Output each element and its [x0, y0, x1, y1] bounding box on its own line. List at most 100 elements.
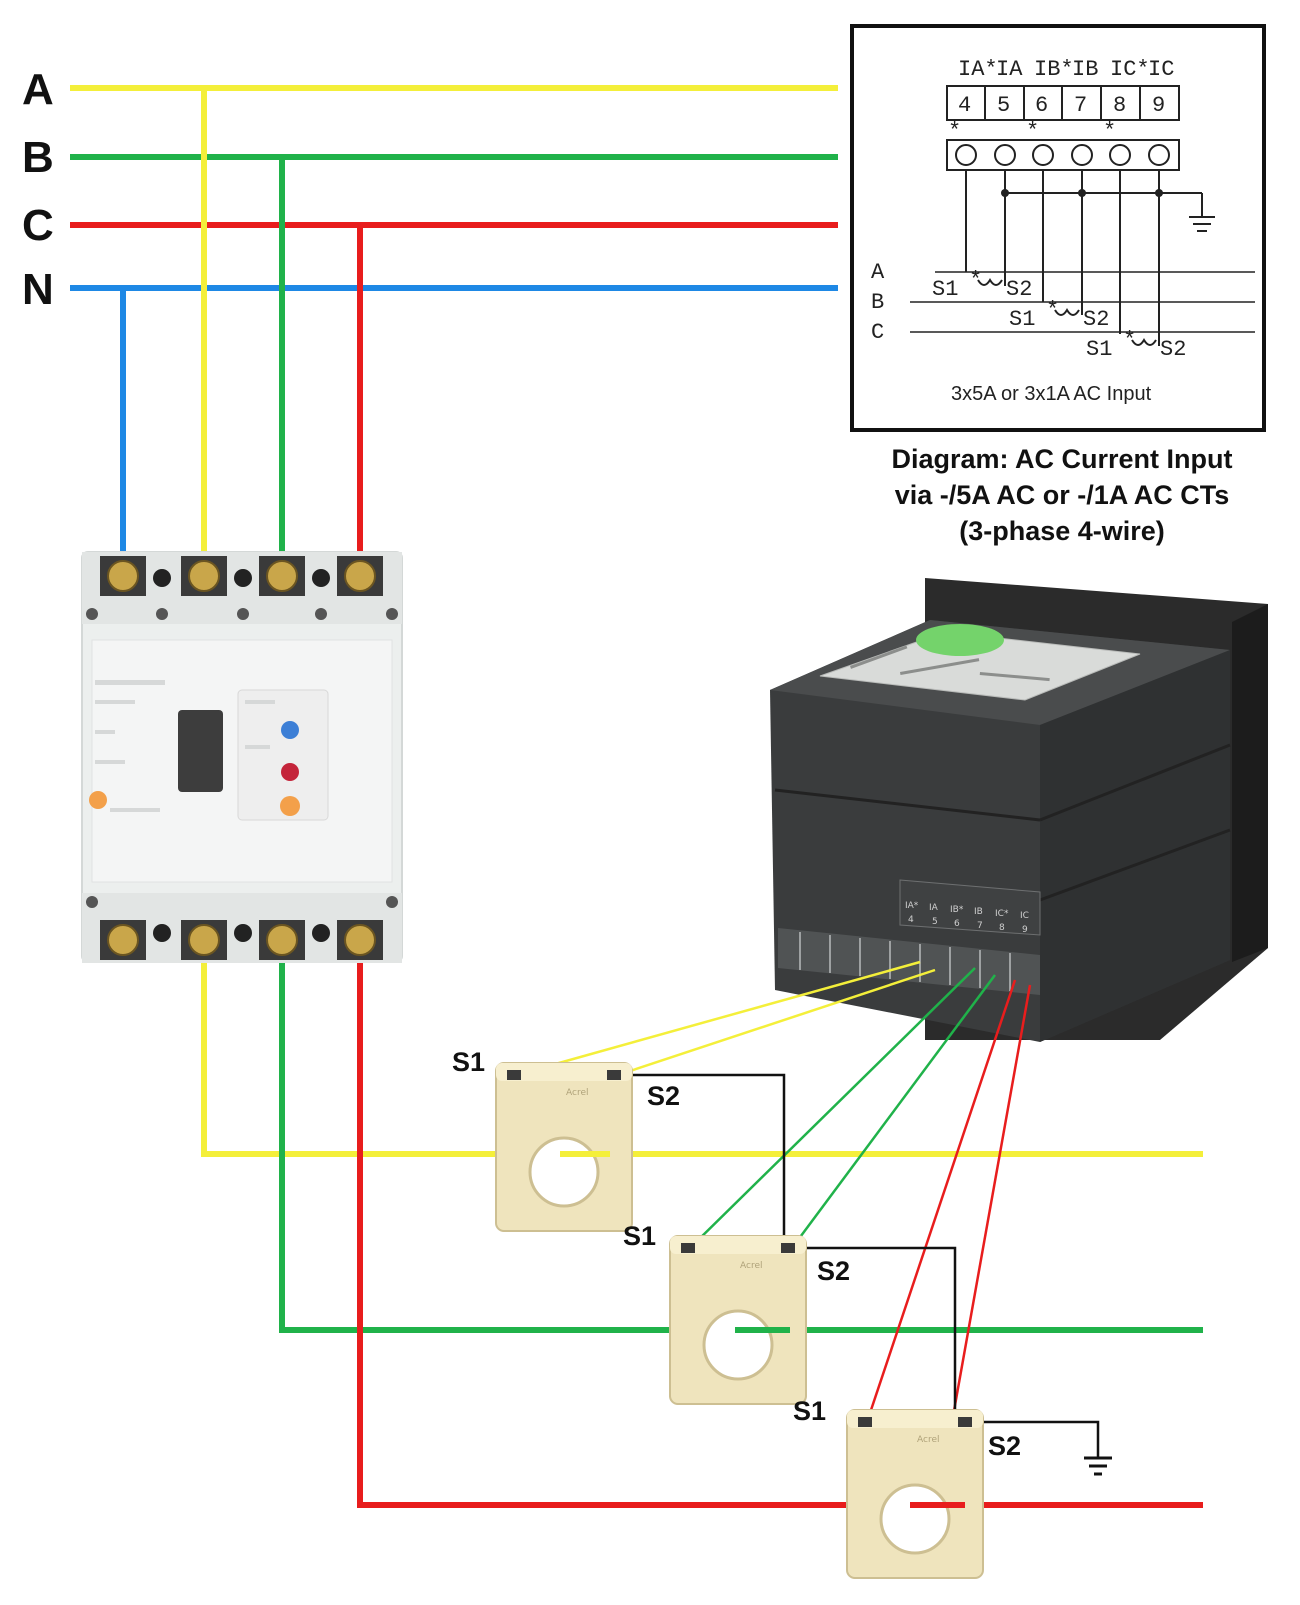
phase-label-c: C — [22, 201, 54, 250]
meter-term-num-7: 7 — [977, 921, 983, 931]
sch-ct-b-star: * — [1046, 298, 1059, 323]
breaker-label-blur — [95, 680, 275, 812]
ct3-s1-label: S1 — [793, 1396, 826, 1426]
ground-icon — [1084, 1456, 1112, 1476]
breaker-indicator — [281, 763, 299, 781]
breaker-bottom-terminals — [86, 896, 398, 960]
meter-terminal-plate — [899, 879, 1041, 936]
meter-terminal-strip — [778, 928, 1040, 995]
meter-green-sticker — [916, 624, 1004, 656]
schematic-frame — [850, 24, 1266, 432]
ct1-s2-label: S2 — [647, 1081, 680, 1111]
sch-input-note: 3x5A or 3x1A AC Input — [951, 383, 1152, 405]
breaker-reset-button[interactable] — [280, 796, 300, 816]
phase-label-n: N — [22, 265, 54, 314]
meter-term-label-6: IC — [1020, 911, 1029, 921]
meter-sticker-text-blur — [849, 645, 1050, 682]
ct2-s2-label: S2 — [817, 1256, 850, 1286]
sch-star-a: * — [948, 119, 961, 144]
sch-ct-b-s1: S1 — [1009, 307, 1035, 332]
sch-terminal-4: 4 — [958, 93, 971, 118]
sch-phase-lines — [910, 271, 1255, 333]
caption-line-2: via -/5A AC or -/1A AC CTs — [895, 480, 1230, 510]
breaker-feed-wires — [120, 88, 363, 555]
phase-label-a: A — [22, 65, 54, 114]
sch-label-ia-star: IA* — [958, 57, 998, 82]
sch-label-ib: IB — [1072, 57, 1098, 82]
ct2-s2-wire — [790, 974, 997, 1249]
load-wire-a — [201, 950, 1203, 1157]
sch-label-ic-star: IC* — [1110, 57, 1150, 82]
meter-ribs — [774, 743, 1231, 902]
ct1-s1-wire — [515, 960, 921, 1077]
ct3-s1-wire — [865, 979, 1017, 1423]
sch-terminal-7: 7 — [1074, 93, 1087, 118]
phase-label-b: B — [22, 133, 54, 182]
breaker-handle[interactable] — [178, 710, 223, 792]
sch-ct-c-s2: S2 — [1160, 337, 1186, 362]
sch-star-b: * — [1026, 119, 1039, 144]
meter-term-num-6: 6 — [954, 919, 960, 929]
ct3-s2-label: S2 — [988, 1431, 1021, 1461]
sch-ct-a-winding — [977, 278, 1003, 286]
ct1-s1-label: S1 — [452, 1047, 485, 1077]
caption-line-1: Diagram: AC Current Input — [891, 444, 1232, 474]
meter-term-num-9: 9 — [1022, 925, 1028, 935]
sch-terminal-9: 9 — [1152, 93, 1165, 118]
ct2-s2-common — [792, 1246, 957, 1422]
current-transformer-2: Acrel — [669, 1235, 807, 1405]
ct1-s2-common — [618, 1073, 786, 1248]
meter-term-num-5: 5 — [932, 917, 938, 927]
meter-term-label-3: IB* — [950, 905, 964, 915]
sch-row-a: A — [871, 260, 885, 285]
sch-leads — [965, 170, 1215, 346]
ct2-s1-wire — [689, 967, 976, 1249]
sch-ct-b-s2: S2 — [1083, 307, 1109, 332]
sch-junction-dots — [1001, 189, 1163, 197]
sch-ct-c-s1: S1 — [1086, 337, 1112, 362]
circuit-breaker — [81, 551, 403, 963]
ct-secondary-wires — [515, 960, 1100, 1458]
sch-label-ib-star: IB* — [1034, 57, 1074, 82]
meter-term-label-1: IA* — [905, 901, 919, 911]
meter-terminal-labels: IA* IA IB* IB IC* IC 4 5 6 7 8 9 — [905, 901, 1029, 935]
breaker-test-button[interactable] — [281, 721, 299, 739]
sch-star-c: * — [1103, 119, 1116, 144]
sch-terminal-8: 8 — [1113, 93, 1126, 118]
sch-ct-b-winding — [1054, 308, 1080, 316]
power-meter: IA* IA IB* IB IC* IC 4 5 6 7 8 9 — [770, 578, 1268, 1042]
meter-term-num-8: 8 — [999, 923, 1005, 933]
caption-line-3: (3-phase 4-wire) — [959, 516, 1165, 546]
breaker-top-terminals — [86, 556, 398, 620]
load-wire-b — [279, 950, 1203, 1333]
sch-ct-c-star: * — [1123, 328, 1136, 353]
sch-row-b: B — [871, 290, 884, 315]
sch-coil-block — [946, 139, 1180, 171]
meter-term-label-4: IB — [974, 907, 983, 917]
ct2-s1-label: S1 — [623, 1221, 656, 1251]
sch-ct-a-s1: S1 — [932, 277, 958, 302]
ct2-brand: Acrel — [740, 1261, 763, 1271]
meter-term-num-4: 4 — [908, 915, 914, 925]
sch-terminal-6: 6 — [1035, 93, 1048, 118]
sch-row-c: C — [871, 320, 884, 345]
sch-terminal-dividers — [984, 86, 1141, 120]
sch-label-ia: IA — [996, 57, 1023, 82]
ct3-s2-ground-lead — [952, 1420, 1100, 1458]
meter-term-label-2: IA — [929, 903, 939, 913]
current-transformer-3: Acrel — [846, 1409, 984, 1579]
sch-terminal-5: 5 — [997, 93, 1010, 118]
ct3-s2-wire — [950, 984, 1032, 1423]
current-transformer-1: Acrel — [495, 1062, 633, 1232]
meter-term-label-5: IC* — [995, 909, 1009, 919]
sch-ct-a-s2: S2 — [1006, 277, 1032, 302]
ct3-brand: Acrel — [917, 1435, 940, 1445]
sch-label-ic: IC — [1148, 57, 1174, 82]
bus-lines — [70, 85, 838, 291]
ct1-brand: Acrel — [566, 1088, 589, 1098]
sch-coils — [955, 144, 1170, 166]
breaker-knob — [89, 791, 107, 809]
schematic-box: IA* IA IB* IB IC* IC 4 5 6 7 8 9 * * * — [850, 24, 1266, 432]
sch-ct-a-star: * — [969, 268, 982, 293]
